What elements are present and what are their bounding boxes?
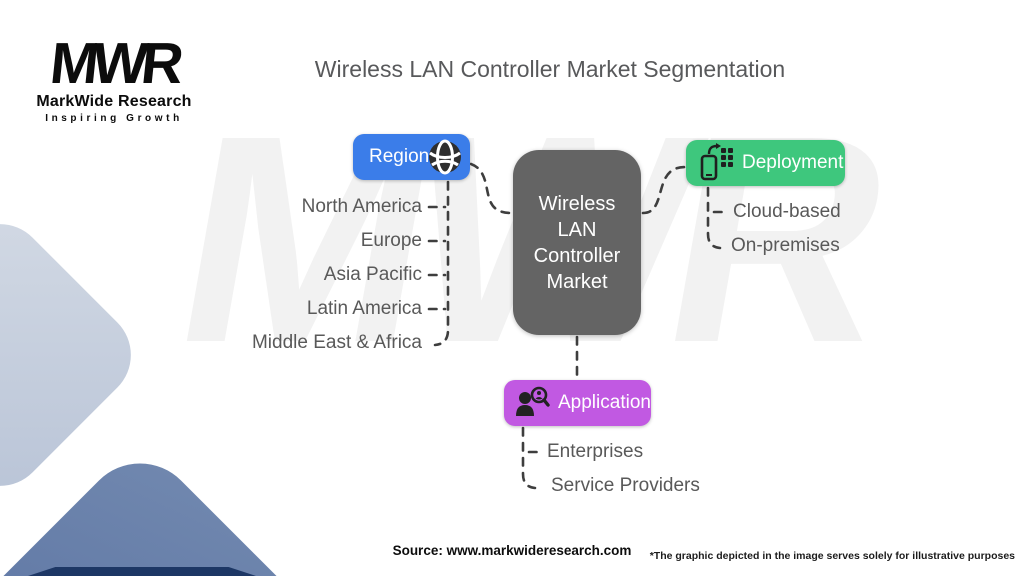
center-node-line: Wireless [538, 192, 616, 215]
region-item-asia-pacific: Asia Pacific [323, 264, 422, 285]
markwide-logo: MWR MarkWide Research Inspiring Growth [34, 31, 194, 125]
source-text: Source: www.markwideresearch.com [392, 543, 632, 558]
deployment-icon [696, 143, 734, 183]
decorative-navy-strip [28, 567, 256, 576]
application-icon [514, 385, 550, 421]
logo-acronym: MWR [47, 31, 181, 96]
region-item-europe: Europe [360, 230, 422, 251]
branch-node-deployment: Deployment [686, 140, 845, 186]
logo-name: MarkWide Research [36, 93, 192, 111]
connector-deployment-trunk [706, 186, 722, 250]
logo-tagline: Inspiring Growth [45, 113, 183, 125]
region-label: Region [369, 146, 430, 167]
branch-node-application: Application [504, 380, 651, 426]
page-title: Wireless LAN Controller Market Segmentat… [314, 56, 786, 82]
region-item-middle-east-africa: Middle East & Africa [251, 332, 422, 353]
branch-node-region: Region [353, 134, 470, 180]
deployment-label: Deployment [742, 152, 844, 173]
connector-region-center [469, 162, 513, 215]
connector-center-deployment [641, 165, 687, 215]
center-node-line: Controller [533, 244, 621, 267]
center-node-wireless-lan-controller-market: Wireless LAN Controller Market [513, 150, 641, 335]
disclaimer-text: *The graphic depicted in the image serve… [649, 550, 1015, 562]
connector-region-trunk [433, 180, 450, 347]
connector-application-trunk [521, 426, 537, 490]
globe-icon [426, 138, 464, 176]
region-item-latin-america: Latin America [306, 298, 422, 319]
deployment-item-on-premises: On-premises [731, 235, 840, 256]
application-item-service-providers: Service Providers [551, 475, 700, 496]
center-node-line: LAN [557, 218, 597, 241]
region-item-north-america: North America [301, 196, 422, 217]
center-node-line: Market [546, 270, 608, 293]
application-item-enterprises: Enterprises [547, 441, 644, 462]
deployment-item-cloud-based: Cloud-based [733, 201, 841, 222]
application-label: Application [558, 392, 651, 413]
